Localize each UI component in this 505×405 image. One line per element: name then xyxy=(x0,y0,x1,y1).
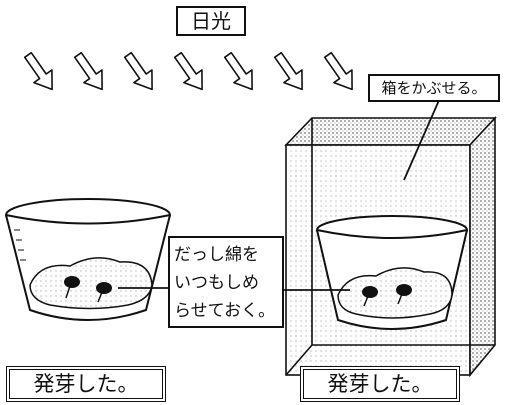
box-cover-label: 箱をかぶせる。 xyxy=(368,74,500,102)
sunlight-label: 日光 xyxy=(176,6,246,36)
callout-line-2: いつもしめ xyxy=(174,273,259,293)
sun-arrow-icon xyxy=(123,51,153,91)
callout-line-1: だっし綿を xyxy=(174,245,259,265)
sun-arrow-icon xyxy=(323,51,353,91)
result-left: 発芽した。 xyxy=(6,366,166,402)
wet-cotton-callout: だっし綿を いつもしめ らせておく。 xyxy=(168,236,284,328)
sun-arrow-icon xyxy=(23,51,53,91)
leader-lines xyxy=(118,97,441,291)
callout-line-3: らせておく。 xyxy=(174,301,276,321)
sun-arrow-icon xyxy=(223,51,253,91)
sun-arrow-icon xyxy=(273,51,303,91)
left-cup xyxy=(5,198,171,321)
sun-arrow-icon xyxy=(173,51,203,91)
cotton xyxy=(29,257,153,310)
cotton xyxy=(337,267,453,319)
right-cup xyxy=(316,215,468,330)
result-right: 発芽した。 xyxy=(300,366,460,402)
seed-icon xyxy=(64,276,112,294)
sunlight-arrows xyxy=(23,51,353,91)
sun-arrow-icon xyxy=(73,51,103,91)
seed-icon xyxy=(362,284,412,298)
